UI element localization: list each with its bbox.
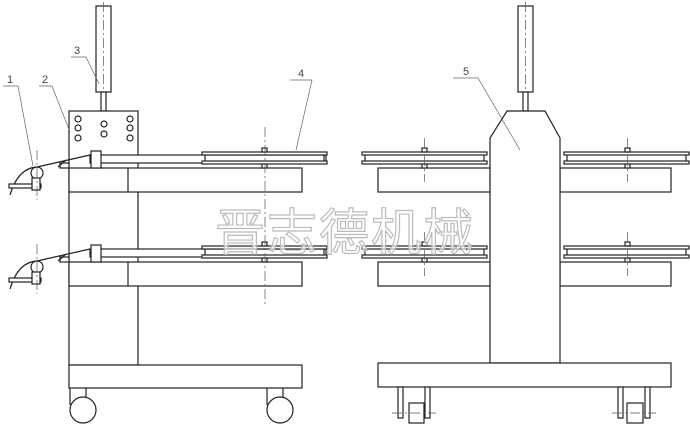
caster-wheels-front (392, 386, 656, 424)
center-column (489, 110, 561, 364)
frame-column-left (68, 110, 139, 366)
base-left (68, 364, 303, 389)
callout-2: 2 (39, 74, 71, 133)
front-view (361, 2, 690, 424)
callout-1: 1 (3, 74, 34, 167)
svg-text:5: 5 (463, 66, 469, 78)
callout-3: 3 (71, 45, 100, 85)
callout-4: 4 (290, 68, 313, 151)
svg-text:1: 1 (7, 74, 13, 86)
upper-tier-left (8, 147, 328, 200)
watermark: 晋志德机械 (215, 204, 475, 262)
svg-text:4: 4 (298, 68, 304, 80)
control-panel-holes (74, 115, 134, 142)
caster-wheels-left (69, 388, 294, 424)
svg-text:2: 2 (42, 74, 48, 86)
callout-5: 5 (453, 66, 521, 151)
piston-rod-right (522, 91, 529, 112)
side-view (8, 2, 328, 424)
base-right (377, 362, 672, 388)
svg-text:3: 3 (74, 45, 80, 57)
piston-rod-left (100, 91, 107, 112)
upper-tier-front (361, 138, 690, 193)
